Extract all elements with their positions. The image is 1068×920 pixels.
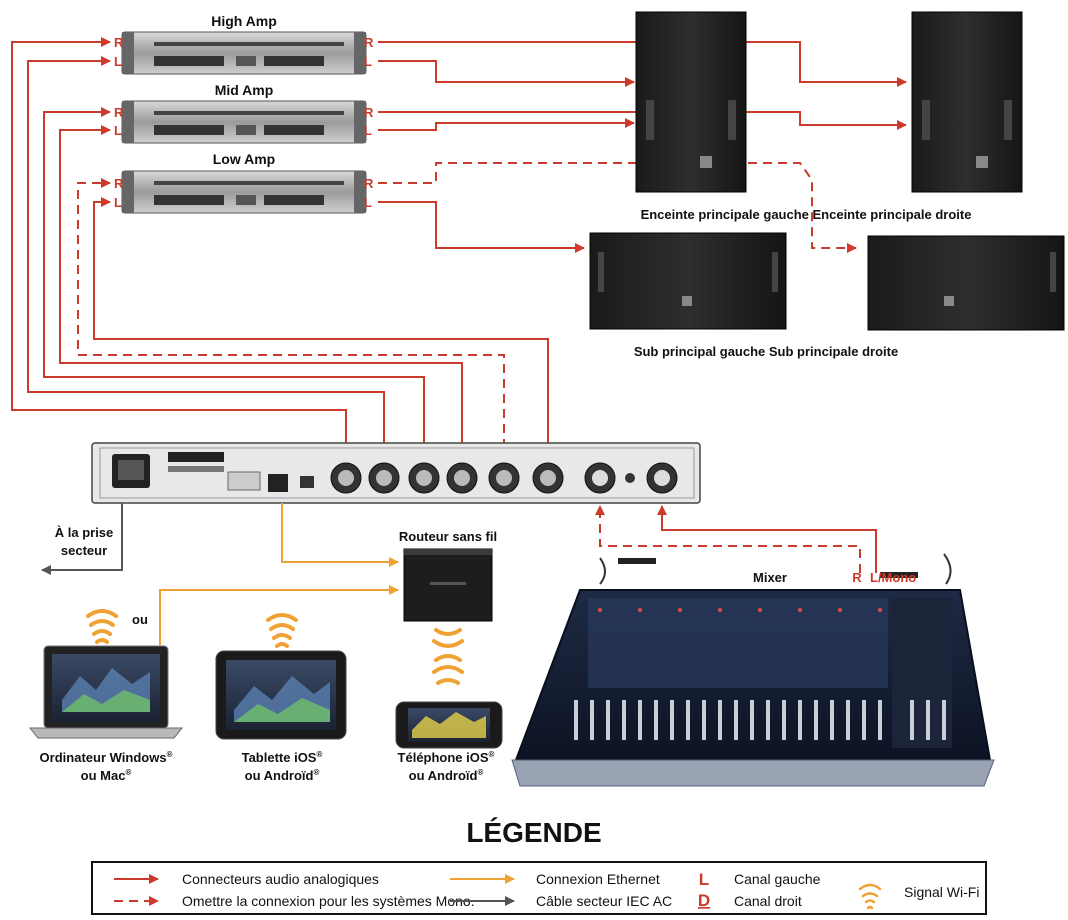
wifi-signal-router-icon [432, 628, 464, 685]
cable-low-l-in [93, 197, 549, 448]
legend-wifi-text: Signal Wi-Fi [904, 884, 979, 900]
mixer-r-label: R [852, 570, 862, 585]
svg-text:Ordinateur Windows®: Ordinateur Windows® [40, 750, 173, 765]
legend-mono-text: Omettre la connexion pour les systèmes M… [182, 893, 475, 909]
amp-low-in-r: R [114, 176, 124, 191]
amp-low-label: Low Amp [213, 151, 275, 167]
amp-high-in-l: L [114, 54, 122, 69]
ethernet-laptop-router [159, 585, 399, 645]
amp-mid-label: Mid Amp [215, 82, 274, 98]
phone-caption-line2: ou Androïd [409, 768, 478, 783]
amp-mid-in-r: R [114, 105, 124, 120]
cable-mixer-r [595, 505, 861, 573]
speaker-main-right [911, 11, 1023, 193]
cable-mid-l-in [59, 125, 463, 448]
amp-mid-out-l: L [364, 123, 372, 138]
tablet-caption-line1: Tablette iOS [242, 750, 317, 765]
cable-low-l-out [378, 201, 585, 253]
xlr-outputs [330, 462, 564, 494]
cable-high-r-out [378, 41, 907, 87]
amp-low-out-r: R [364, 176, 374, 191]
processor-rear-panel [91, 442, 701, 504]
mixer-faders [574, 700, 946, 740]
amp-rack: High Amp Mid Amp Low Amp R L R L R L R L… [114, 13, 374, 214]
laptop-caption-line2: ou Mac [81, 768, 126, 783]
router-label: Routeur sans fil [399, 529, 497, 544]
laptop [28, 645, 184, 739]
power-label-line2: secteur [61, 543, 107, 558]
sub-right [867, 235, 1065, 331]
legend-right-text: Canal droit [734, 893, 802, 909]
ethernet-processor-router [281, 503, 399, 567]
legend-audio-text: Connecteurs audio analogiques [182, 871, 379, 887]
laptop-caption-line1: Ordinateur Windows [40, 750, 167, 765]
legend-left-letter: L [699, 870, 709, 889]
legend-ethernet-text: Connexion Ethernet [536, 871, 660, 887]
legend-wifi-icon [858, 883, 882, 910]
cable-low-r-out [378, 162, 857, 253]
wifi-signal-laptop-icon [86, 609, 118, 644]
amp-high [121, 31, 367, 75]
cable-mid-l-out [378, 118, 635, 131]
phone-caption-line1: Téléphone iOS [398, 750, 489, 765]
legend-box: Connecteurs audio analogiques Omettre la… [91, 861, 987, 915]
svg-text:ou Androïd®: ou Androïd® [245, 768, 320, 783]
power-label-line1: À la prise [55, 525, 114, 540]
cable-high-l-out [378, 60, 635, 87]
amp-low [121, 170, 367, 214]
cable-high-l-in [27, 56, 385, 448]
phone [395, 701, 503, 749]
phone-caption-reg1: ® [489, 750, 495, 759]
cable-mixer-l [657, 505, 877, 573]
xlr-inputs [584, 462, 678, 494]
mixer [511, 553, 995, 787]
phone-caption: Téléphone iOS® ou Androïd® [398, 750, 495, 783]
tablet-caption-reg1: ® [316, 750, 322, 759]
speaker-main-left [635, 11, 747, 193]
ethernet-port [268, 474, 288, 492]
amp-mid [121, 100, 367, 144]
legend-left-text: Canal gauche [734, 871, 821, 887]
laptop-caption-reg2: ® [125, 768, 131, 777]
cable-mid-r-in [43, 107, 425, 448]
amp-high-out-l: L [364, 54, 372, 69]
tablet-caption-line2: ou Androïd [245, 768, 314, 783]
wireless-router [403, 548, 493, 622]
tablet-caption: Tablette iOS® ou Androïd® [242, 750, 323, 783]
svg-text:ou Mac®: ou Mac® [81, 768, 132, 783]
amp-low-out-l: L [364, 195, 372, 210]
amp-mid-in-l: L [114, 123, 122, 138]
cable-high-r-in [11, 37, 347, 448]
laptop-caption-reg1: ® [167, 750, 173, 759]
ethernet-cables [159, 503, 399, 645]
phone-caption-reg2: ® [477, 768, 483, 777]
svg-text:ou Androïd®: ou Androïd® [409, 768, 484, 783]
mixer-knobs [598, 608, 882, 612]
mixer-lmono-label: L/Mono [870, 570, 916, 585]
legend-right-letter: D [698, 891, 710, 910]
amp-low-in-l: L [114, 195, 122, 210]
power-cable [41, 503, 123, 575]
amp-high-out-r: R [364, 35, 374, 50]
wifi-signal-tablet-icon [266, 613, 298, 648]
tablet [215, 650, 347, 740]
laptop-caption: Ordinateur Windows® ou Mac® [40, 750, 173, 783]
amp-mid-out-r: R [364, 105, 374, 120]
or-label: ou [132, 612, 148, 627]
sub-left [589, 232, 787, 330]
tablet-caption-reg2: ® [313, 768, 319, 777]
main-speakers-caption: Enceinte principale gauche Enceinte prin… [641, 207, 972, 222]
cable-low-r-in [77, 178, 505, 448]
legend-power-text: Câble secteur IEC AC [536, 893, 672, 909]
legend-title: LÉGENDE [466, 817, 601, 848]
svg-text:Téléphone iOS®: Téléphone iOS® [398, 750, 495, 765]
amp-high-label: High Amp [211, 13, 277, 29]
amp-high-in-r: R [114, 35, 124, 50]
mixer-label: Mixer [753, 570, 787, 585]
svg-text:Tablette iOS®: Tablette iOS® [242, 750, 323, 765]
sub-speakers-caption: Sub principal gauche Sub principale droi… [634, 344, 898, 359]
audio-cables [11, 37, 907, 573]
